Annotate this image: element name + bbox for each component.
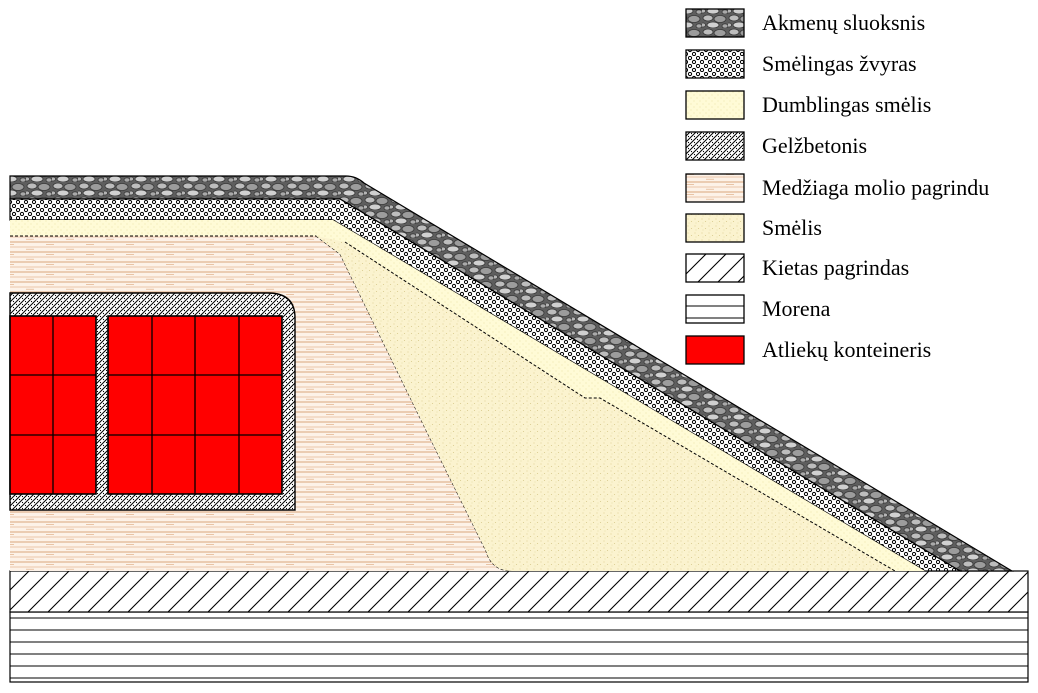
legend-item-gravel: Smėlingas žvyras: [685, 49, 917, 79]
legend-swatch-stone: [685, 8, 745, 38]
legend-swatch-sand: [685, 213, 745, 243]
legend-label-sand: Smėlis: [762, 215, 822, 240]
legend-swatch-bedrock: [685, 253, 745, 283]
legend-label-bedrock: Kietas pagrindas: [762, 255, 909, 280]
moraine-layer: [9, 611, 1029, 683]
legend-label-moraine: Morena: [762, 296, 831, 321]
legend-label-silty-sand: Dumblingas smėlis: [762, 92, 931, 117]
legend-item-moraine: Morena: [685, 294, 831, 324]
sand-layer: [316, 236, 895, 571]
legend-swatch-moraine: [685, 294, 745, 324]
legend-item-silty-sand: Dumblingas smėlis: [685, 90, 931, 120]
legend-item-stone: Akmenų sluoksnis: [685, 8, 925, 38]
legend-swatch-concrete: [685, 131, 745, 161]
legend-swatch-container: [685, 335, 745, 365]
legend-item-concrete: Gelžbetonis: [685, 131, 867, 161]
legend-item-clay: Medžiaga molio pagrindu: [685, 173, 989, 203]
legend-item-sand: Smėlis: [685, 213, 822, 243]
legend-label-stone: Akmenų sluoksnis: [762, 10, 925, 35]
legend-label-container: Atliekų konteineris: [762, 337, 931, 362]
legend-swatch-silty-sand: [685, 90, 745, 120]
legend-label-clay: Medžiaga molio pagrindu: [762, 175, 989, 200]
bedrock-layer: [9, 570, 1029, 613]
legend-swatch-gravel: [685, 49, 745, 79]
legend-label-concrete: Gelžbetonis: [762, 133, 867, 158]
legend-item-bedrock: Kietas pagrindas: [685, 253, 909, 283]
cross-section: [9, 175, 1029, 683]
legend: Akmenų sluoksnis Smėlingas žvyras Dumbli…: [685, 8, 989, 365]
legend-label-gravel: Smėlingas žvyras: [762, 51, 917, 76]
legend-swatch-clay: [685, 173, 745, 203]
legend-item-container: Atliekų konteineris: [685, 335, 931, 365]
waste-container-block-left: [9, 315, 97, 495]
waste-container-block-right: [107, 315, 283, 495]
